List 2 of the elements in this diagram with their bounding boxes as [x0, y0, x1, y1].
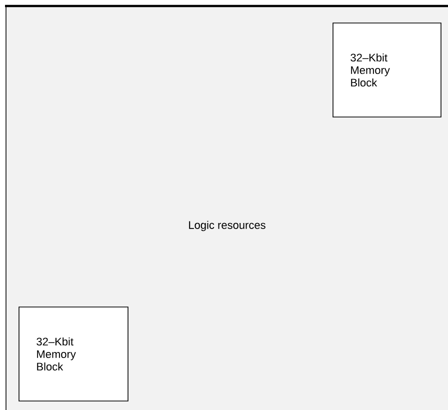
memory-block-box: 32–Kbit Memory Block — [18, 306, 128, 402]
memory-block-box: 32–Kbit Memory Block — [332, 22, 442, 118]
